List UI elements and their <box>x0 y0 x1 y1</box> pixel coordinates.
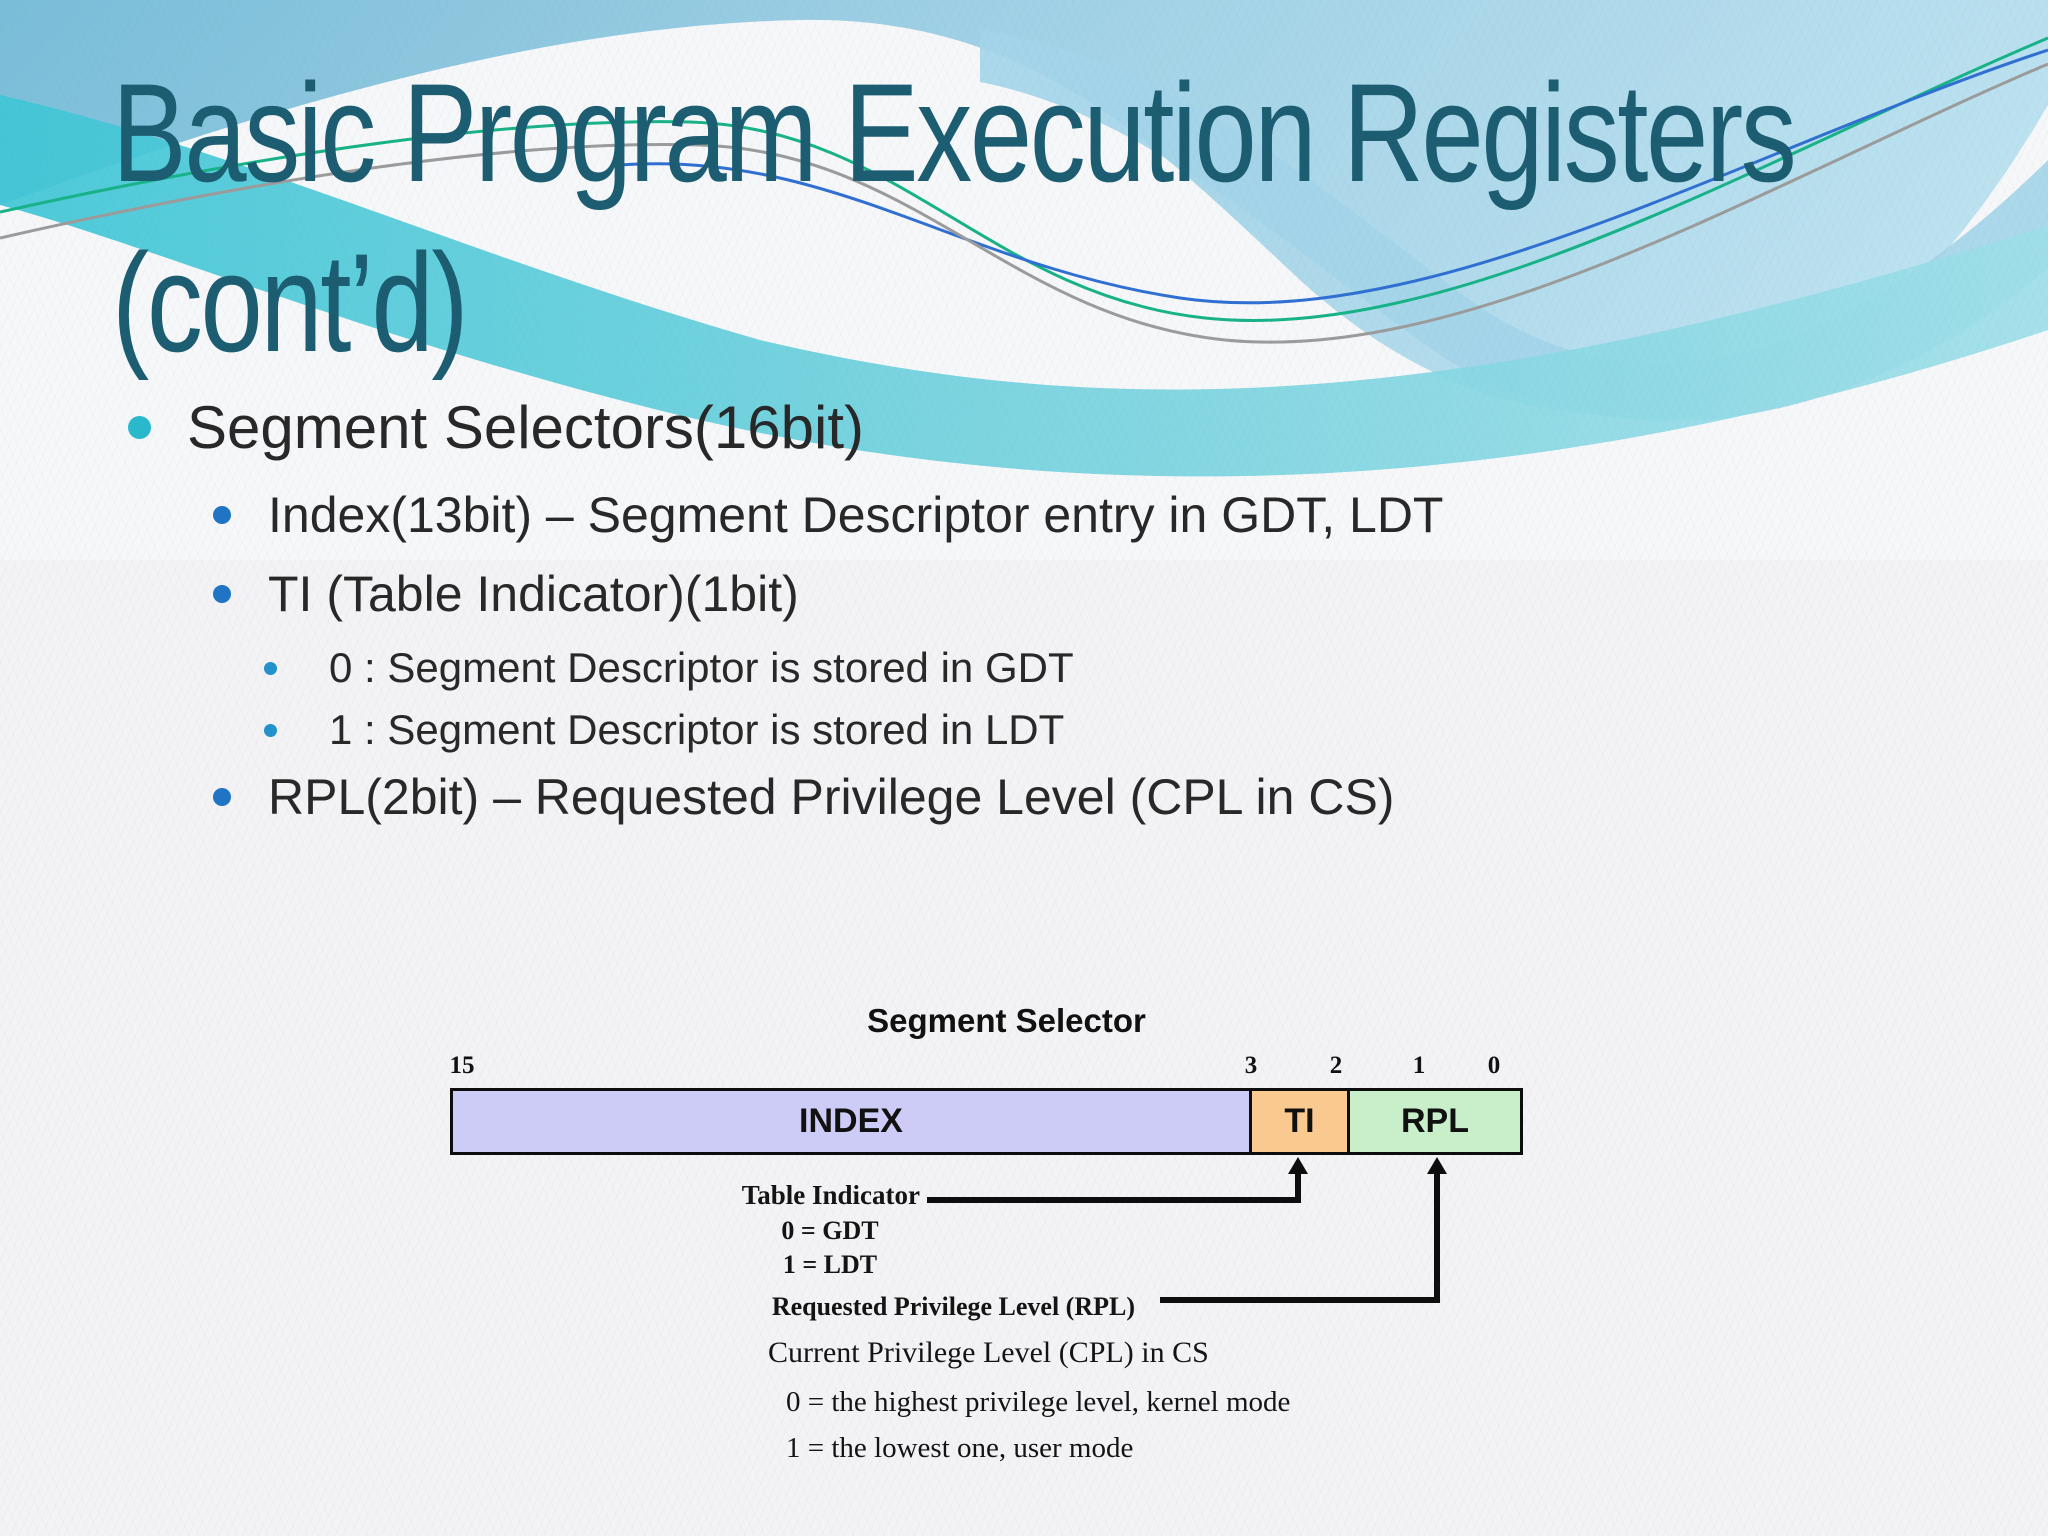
wave-background <box>0 0 2048 560</box>
rpl-connector-line <box>1160 1297 1437 1303</box>
accent-line-blue <box>619 48 2048 305</box>
bullet-item: RPL(2bit) – Requested Privilege Level (C… <box>213 764 1394 830</box>
ti-arrow-icon <box>1288 1157 1308 1174</box>
bullet-dot-icon <box>128 415 151 439</box>
bullet-dot-icon <box>213 506 231 524</box>
slide-title: Basic Program Execution Registers (cont’… <box>112 48 1797 388</box>
bit-label-2: 2 <box>1329 1052 1343 1079</box>
table-indicator-label: Table Indicator <box>741 1180 920 1210</box>
teal-band <box>0 95 2048 477</box>
bullet-dot-icon <box>213 585 231 603</box>
midblue-band <box>980 30 2048 421</box>
bullet-item: 1 : Segment Descriptor is stored in LDT <box>264 702 1064 758</box>
bullet-dot-icon <box>264 723 277 737</box>
slide-title-line-2: (cont’d) <box>112 224 469 381</box>
ti-connector-riser <box>1295 1172 1301 1203</box>
bullet-text: 1 : Segment Descriptor is stored in LDT <box>329 706 1065 753</box>
bullet-item: 0 : Segment Descriptor is stored in GDT <box>264 640 1074 696</box>
cpl-value-0: 0 = the highest privilege level, kernel … <box>786 1386 1291 1418</box>
segment-selector-register: INDEX TI RPL <box>450 1088 1523 1155</box>
bullet-text: 0 : Segment Descriptor is stored in GDT <box>329 644 1074 691</box>
bit-label-0: 0 <box>1487 1052 1501 1079</box>
bullet-item: Segment Selectors(16bit) <box>128 392 864 462</box>
rpl-label: Requested Privilege Level (RPL) <box>771 1292 1135 1321</box>
bullet-text: RPL(2bit) – Requested Privilege Level (C… <box>268 769 1395 825</box>
cpl-value-1: 1 = the lowest one, user mode <box>786 1432 1134 1464</box>
slide-title-line-1: Basic Program Execution Registers <box>112 54 1797 211</box>
field-rpl: RPL <box>1347 1091 1520 1152</box>
bit-label-3: 3 <box>1244 1052 1258 1079</box>
bit-label-1: 1 <box>1412 1052 1426 1079</box>
bullet-text: Segment Selectors(16bit) <box>187 393 864 461</box>
cpl-description: Current Privilege Level (CPL) in CS <box>768 1336 1209 1369</box>
rpl-arrow-icon <box>1427 1157 1447 1174</box>
bullet-item: TI (Table Indicator)(1bit) <box>213 561 799 627</box>
table-indicator-value-ldt: 1 = LDT <box>782 1250 878 1279</box>
bullet-item: Index(13bit) – Segment Descriptor entry … <box>213 482 1443 548</box>
field-ti: TI <box>1249 1091 1347 1152</box>
bit-label-15: 15 <box>449 1052 475 1079</box>
bullet-dot-icon <box>264 661 277 675</box>
accent-line-green <box>0 36 2048 322</box>
field-index: INDEX <box>453 1091 1249 1152</box>
rpl-connector-riser <box>1434 1172 1440 1303</box>
accent-line-gray <box>0 62 2048 344</box>
diagram-title: Segment Selector <box>867 1002 1146 1039</box>
ti-connector-line <box>927 1197 1298 1203</box>
bullet-text: TI (Table Indicator)(1bit) <box>268 566 799 622</box>
table-indicator-value-gdt: 0 = GDT <box>781 1216 879 1245</box>
bullet-dot-icon <box>213 788 231 806</box>
bullet-text: Index(13bit) – Segment Descriptor entry … <box>268 487 1444 543</box>
